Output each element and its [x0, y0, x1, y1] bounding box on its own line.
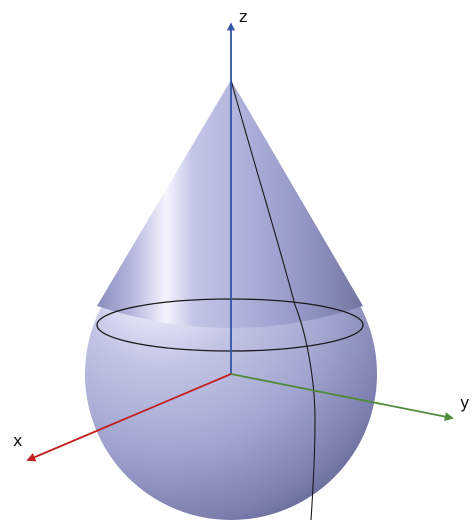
- z-axis-label: z: [239, 7, 247, 26]
- cone-sphere-seam: [96, 298, 364, 352]
- x-axis-label: x: [13, 431, 22, 450]
- y-axis: [230, 373, 454, 422]
- y-axis-label: y: [460, 393, 469, 412]
- x-axis: [26, 373, 232, 462]
- cone-body: [97, 80, 363, 328]
- meridian-seam: [230, 79, 316, 521]
